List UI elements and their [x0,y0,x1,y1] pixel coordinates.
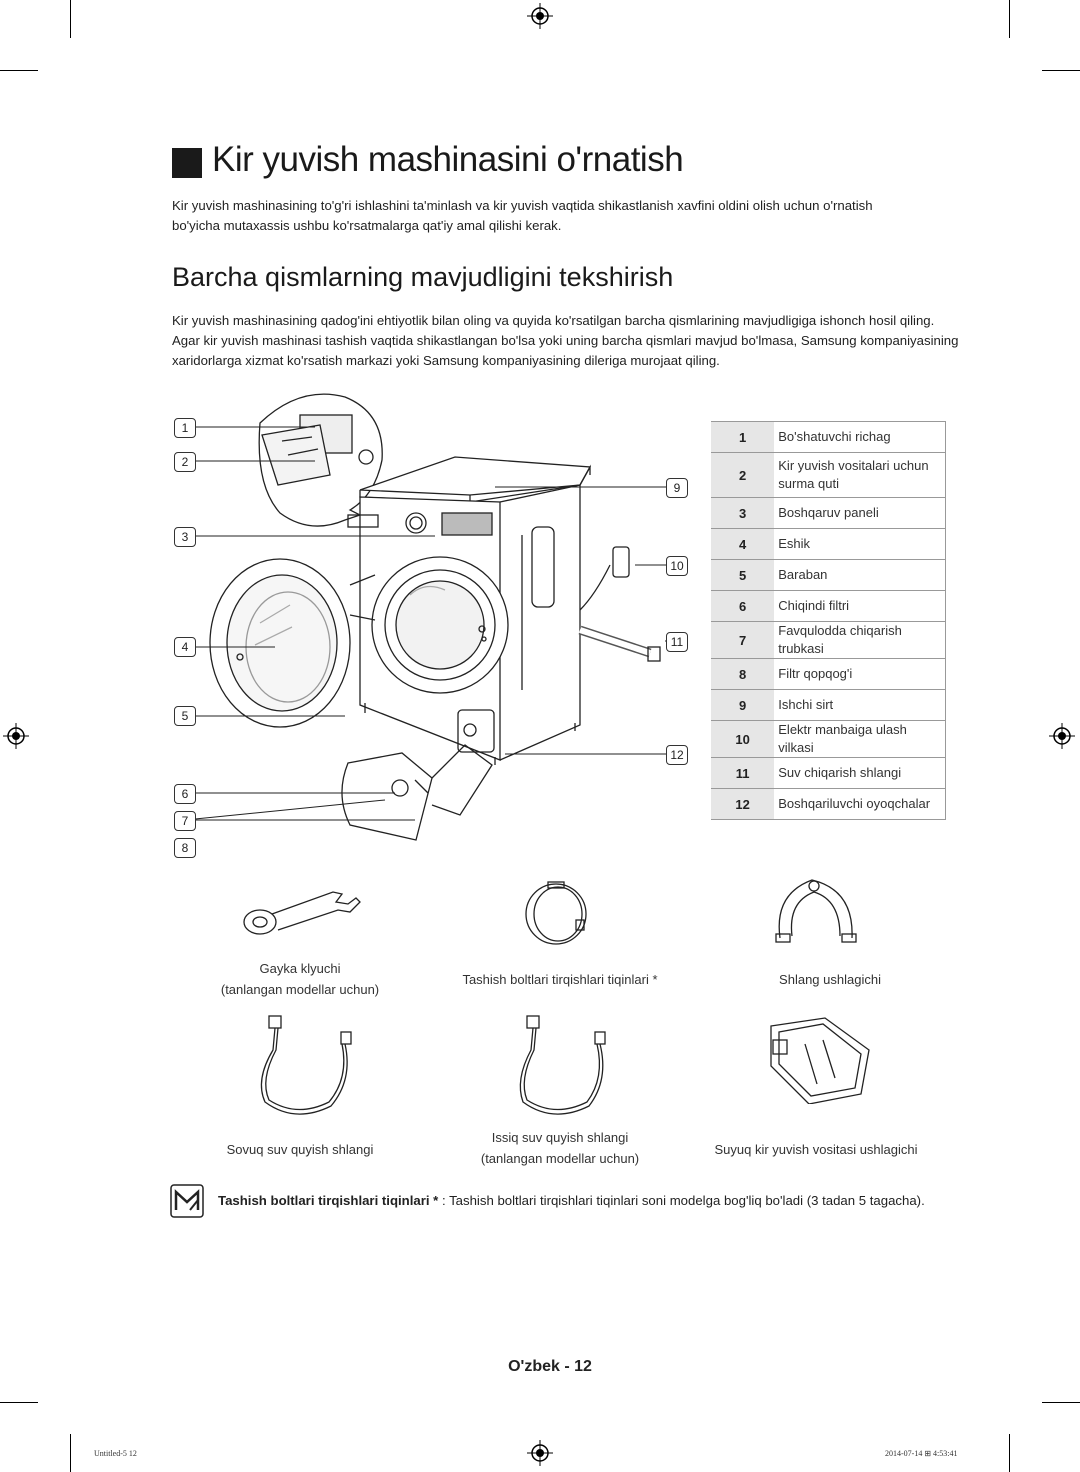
part-number: 2 [711,452,775,498]
callout-lines [195,426,669,821]
liquid-detergent-holder-icon [770,1017,870,1104]
callout-6: 6 [174,784,196,804]
crop-mark [1009,0,1010,38]
print-slug-left: Untitled-5 12 [94,1449,137,1458]
part-label: Boshqaruv paneli [774,497,947,529]
part-label: Chiqindi filtri [774,590,947,622]
registration-mark-icon [527,1440,553,1466]
part-number: 12 [711,788,775,820]
part-label: Bo'shatuvchi richag [774,421,947,453]
part-label: Kir yuvish vositalari uchun surma quti [774,452,947,498]
part-label: Eshik [774,528,947,560]
crop-mark [70,1434,71,1472]
liquid-holder-label: Suyuq kir yuvish vositasi ushlagichi [714,1142,918,1157]
hose-guide-label: Shlang ushlagichi [779,972,881,987]
hot-hose-icon [519,1015,606,1115]
crop-mark [70,0,71,38]
part-label: Favqulodda chiqarish trubkasi [774,621,947,659]
callout-9: 9 [666,478,688,498]
registration-mark-icon [527,3,553,29]
wrench-icon [243,891,361,935]
part-number: 1 [711,421,775,453]
cold-hose-icon [260,1015,352,1115]
callout-10: 10 [666,556,688,576]
part-number: 8 [711,658,775,690]
callout-2: 2 [174,452,196,472]
section-title: Barcha qismlarning mavjudligini tekshiri… [172,262,674,292]
part-number: 6 [711,590,775,622]
washing-machine-illustration [209,393,661,841]
part-number: 9 [711,689,775,721]
hose-guide-icon [775,879,857,943]
page-title: Kir yuvish mashinasini o'rnatish [212,140,684,179]
part-number: 3 [711,497,775,529]
registration-mark-icon [3,723,29,749]
bolt-cap-icon [525,881,587,945]
callout-7: 7 [174,811,196,831]
registration-mark-icon [1049,723,1075,749]
hot-hose-label: Issiq suv quyish shlangi (tanlangan mode… [480,1130,640,1166]
section-paragraph: Kir yuvish mashinasining qadog'ini ehtiy… [172,313,959,368]
part-number: 10 [711,720,775,758]
callout-11: 11 [666,632,688,652]
part-label: Filtr qopqog'i [774,658,947,690]
crop-mark [1009,1434,1010,1472]
crop-mark [1042,1402,1080,1403]
callout-4: 4 [174,637,196,657]
part-label: Ishchi sirt [774,689,947,721]
transport-caps-note: Tashish boltlari tirqishlari tiqinlari *… [218,1193,925,1208]
note-icon [170,1184,204,1218]
part-number: 4 [711,528,775,560]
part-label: Elektr manbaiga ulash vilkasi [774,720,947,758]
page-number: O'zbek - 12 [508,1358,592,1375]
part-label: Boshqariluvchi oyoqchalar [774,788,947,820]
crop-mark [1042,70,1080,71]
callout-3: 3 [174,527,196,547]
cold-hose-label: Sovuq suv quyish shlangi [226,1142,374,1157]
crop-mark [0,70,38,71]
part-number: 11 [711,757,775,789]
callout-5: 5 [174,706,196,726]
callout-1: 1 [174,418,196,438]
part-label: Suv chiqarish shlangi [774,757,947,789]
crop-mark [0,1402,38,1403]
part-number: 5 [711,559,775,591]
intro-paragraph: Kir yuvish mashinasining to'g'ri ishlash… [172,198,873,233]
callout-8: 8 [174,838,196,858]
part-label: Baraban [774,559,947,591]
callout-12: 12 [666,745,688,765]
print-slug-right: 2014-07-14 ⊞ 4:53:41 [885,1449,958,1458]
wrench-label: Gayka klyuchi (tanlangan modellar uchun) [220,961,380,997]
title-bullet-icon [172,148,202,178]
bolt-caps-label: Tashish boltlari tirqishlari tiqinlari * [462,972,658,987]
part-number: 7 [711,621,775,659]
